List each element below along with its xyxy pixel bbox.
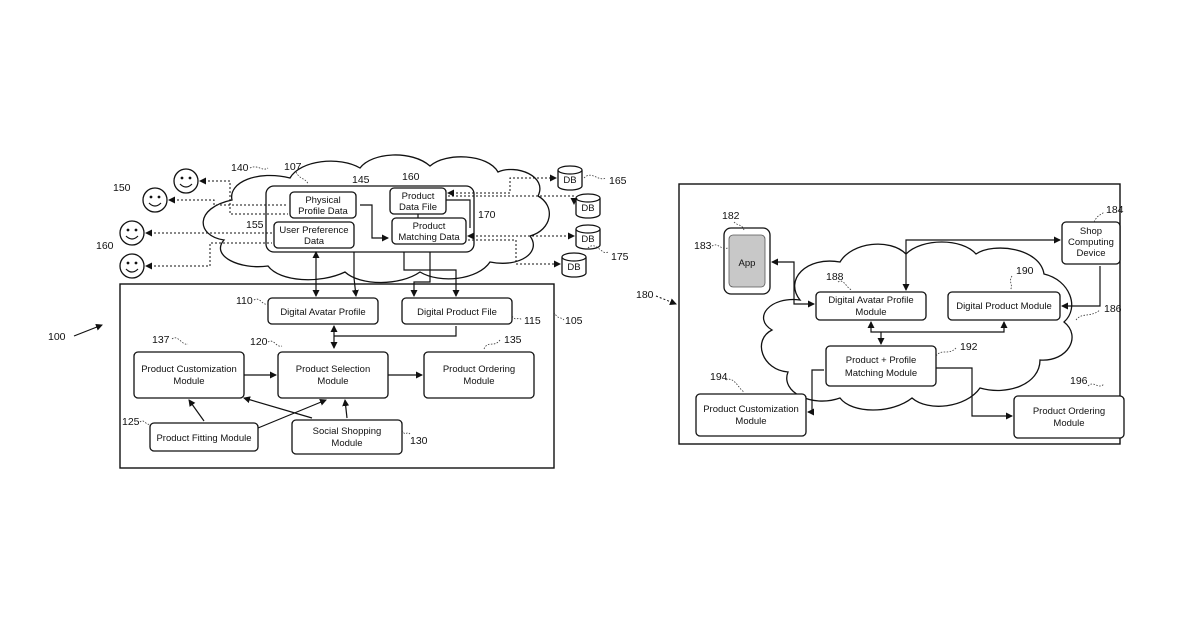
ordering-module-ref-leader [1088, 384, 1104, 386]
left-diagram: 100 107 Physical Profile Data 145 User P… [48, 155, 629, 468]
device-ref-182: 182 [722, 210, 740, 222]
matching-module-label-1: Product + Profile [846, 355, 917, 366]
matching-module-ref: 192 [960, 341, 978, 353]
physical-profile-ref: 145 [352, 174, 370, 186]
ordering-module-label-1: Product Ordering [1033, 406, 1105, 417]
product-profile-matching-module-box [826, 346, 936, 386]
physical-profile-label-1: Physical [305, 195, 340, 206]
db-label: DB [581, 234, 594, 245]
user-smiley-icon [120, 254, 144, 278]
product-file-ref-leader [512, 316, 522, 320]
avatar-profile-ref: 110 [236, 295, 253, 307]
db-ref-165-leader [584, 175, 606, 179]
shop-device-ref: 184 [1106, 204, 1124, 216]
db-ref-165: 165 [609, 175, 627, 187]
user-preference-label-2: Data [304, 236, 325, 247]
social-selection-arrow [345, 400, 347, 418]
customization-ref: 137 [152, 334, 170, 346]
product-data-file-ref: 160 [402, 171, 420, 183]
product-matching-label-2: Matching Data [398, 232, 460, 243]
system-ref-arrow [74, 325, 102, 336]
app-ref-183: 183 [694, 240, 712, 252]
customization-module-ref: 194 [710, 371, 728, 383]
user-smiley-icon [174, 169, 198, 193]
product-file-ref: 115 [524, 315, 541, 327]
customization-module-label-2: Module [735, 416, 766, 427]
db-label: DB [581, 203, 594, 214]
digital-avatar-profile-label: Digital Avatar Profile [280, 307, 365, 318]
physical-profile-label-2: Profile Data [298, 206, 348, 217]
fitting-customization-arrow [189, 400, 204, 421]
db-label: DB [567, 262, 580, 273]
cloud-ref-186-leader [1076, 310, 1100, 320]
ordering-module-ref: 196 [1070, 375, 1088, 387]
avatar-module-label-1: Digital Avatar Profile [828, 295, 913, 306]
social-shopping-label-1: Social Shopping [313, 426, 382, 437]
digital-product-file-label: Digital Product File [417, 307, 497, 318]
user-preference-ref: 155 [246, 219, 264, 231]
customization-ref-leader [172, 338, 188, 344]
product-matching-ref: 170 [478, 209, 496, 221]
db-label: DB [563, 175, 576, 186]
product-module-label: Digital Product Module [956, 301, 1052, 312]
product-customization-module-box [696, 394, 806, 436]
product-data-file-label-1: Product [402, 191, 435, 202]
user-ref-150: 150 [113, 182, 131, 194]
frame-ref-105: 105 [565, 315, 583, 327]
product-customization-module-box [134, 352, 244, 398]
user-ref-140: 140 [231, 162, 249, 174]
product-ordering-label-2: Module [463, 376, 494, 387]
frame-ref-leader [554, 312, 564, 320]
user-smiley-icon [120, 221, 144, 245]
customization-module-ref-leader [726, 379, 744, 392]
product-selection-label-2: Module [317, 376, 348, 387]
cloud-ref-107: 107 [284, 161, 302, 173]
product-customization-label-2: Module [173, 376, 204, 387]
shop-device-label-3: Device [1076, 248, 1105, 259]
right-diagram: 180 186 App 182 183 Shop Computing Devic… [636, 184, 1124, 444]
product-matching-label-1: Product [413, 221, 446, 232]
social-customization-arrow [244, 398, 312, 418]
avatar-profile-ref-leader [254, 299, 268, 304]
product-selection-label-1: Product Selection [296, 364, 370, 375]
product-customization-label-1: Product Customization [141, 364, 237, 375]
selection-ref-leader [268, 341, 282, 346]
selection-ref: 120 [250, 336, 268, 348]
matching-module-label-2: Matching Module [845, 368, 917, 379]
product-fitting-label: Product Fitting Module [156, 433, 251, 444]
user-smiley-icon [143, 188, 167, 212]
app-label: App [739, 258, 756, 269]
cloud-ref-186: 186 [1104, 303, 1122, 315]
product-selection-module-box [278, 352, 388, 398]
social-ref: 130 [410, 435, 428, 447]
system-ref-180: 180 [636, 289, 654, 301]
fitting-ref: 125 [122, 416, 140, 428]
user-ref-140-leader [250, 167, 268, 169]
system-ref-180-arrow [656, 296, 676, 304]
ordering-ref: 135 [504, 334, 522, 346]
product-ordering-module-box [424, 352, 534, 398]
shop-device-label-2: Computing [1068, 237, 1114, 248]
shop-device-label-1: Shop [1080, 226, 1102, 237]
customization-module-label-1: Product Customization [703, 404, 799, 415]
user-preference-label-1: User Preference [279, 225, 348, 236]
product-module-ref: 190 [1016, 265, 1034, 277]
avatar-module-label-2: Module [855, 307, 886, 318]
social-ref-leader [402, 430, 410, 434]
shop-device-ref-leader [1094, 212, 1104, 222]
product-data-file-label-2: Data File [399, 202, 437, 213]
db-ref-175: 175 [611, 251, 629, 263]
ordering-ref-leader [484, 340, 500, 349]
fitting-ref-leader [140, 421, 150, 424]
product-ordering-module-box [1014, 396, 1124, 438]
ordering-module-label-2: Module [1053, 418, 1084, 429]
product-selection-link [334, 326, 456, 336]
product-ordering-label-1: Product Ordering [443, 364, 515, 375]
social-shopping-label-2: Module [331, 438, 362, 449]
user-ref-160: 160 [96, 240, 114, 252]
system-ref-100: 100 [48, 331, 66, 343]
